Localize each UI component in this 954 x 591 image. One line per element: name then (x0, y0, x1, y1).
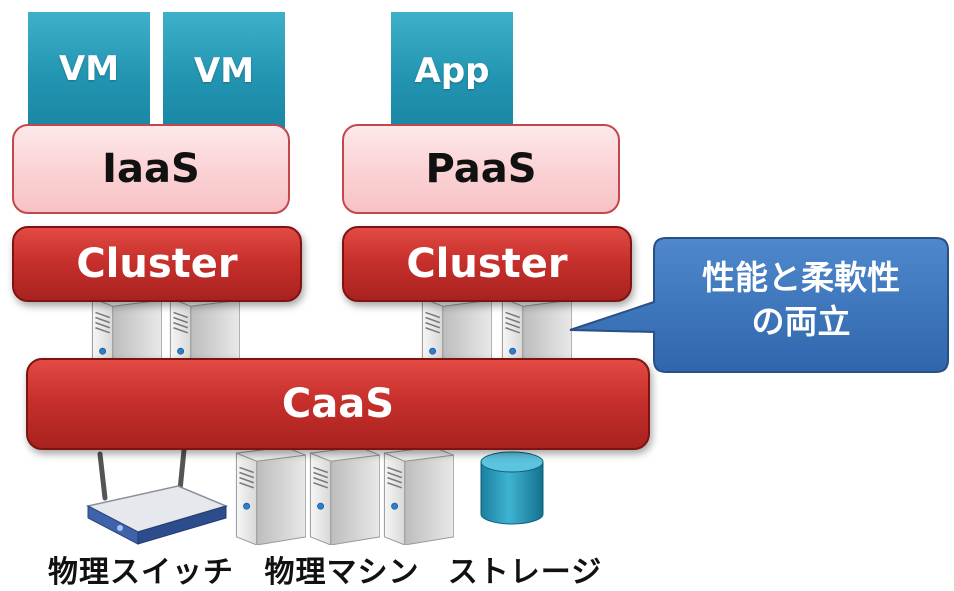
physical-switch-label: 物理スイッチ (48, 555, 234, 590)
iaas-box: IaaS (12, 124, 290, 214)
server-icon (374, 447, 454, 545)
storage-label: ストレージ (447, 555, 603, 590)
callout-bubble: 性能と柔軟性 の両立 (566, 232, 952, 382)
caas-label: CaaS (281, 381, 395, 427)
storage-cylinder-icon (478, 450, 546, 526)
vm-box: VM (163, 12, 285, 130)
paas-label: PaaS (425, 146, 537, 192)
vm-label: VM (58, 49, 120, 89)
cluster-right-bar: Cluster (342, 226, 632, 302)
iaas-label: IaaS (102, 146, 200, 192)
server-icon (226, 447, 306, 545)
server-icon (300, 447, 380, 545)
vm-label: VM (193, 51, 255, 91)
caas-bar: CaaS (26, 358, 650, 450)
app-label: App (414, 51, 490, 91)
callout-line2: の両立 (751, 302, 851, 341)
physical-machine-label: 物理マシン (264, 555, 420, 590)
network-switch-icon (80, 447, 230, 548)
cluster-right-label: Cluster (406, 241, 568, 287)
cluster-left-label: Cluster (76, 241, 238, 287)
app-box: App (391, 12, 513, 130)
cluster-left-bar: Cluster (12, 226, 302, 302)
vm-box: VM (28, 12, 150, 130)
callout-line1: 性能と柔軟性 (702, 258, 900, 297)
paas-box: PaaS (342, 124, 620, 214)
